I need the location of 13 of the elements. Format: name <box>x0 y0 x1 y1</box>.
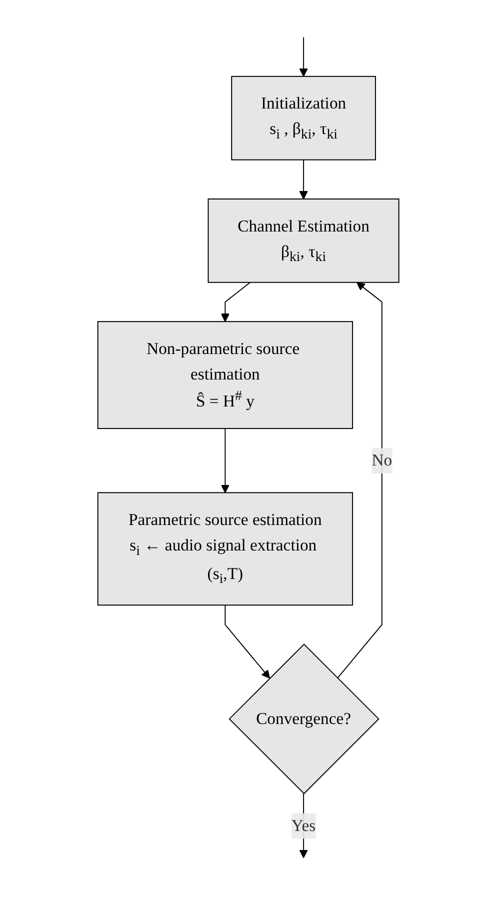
arrow <box>221 282 251 322</box>
node-box: Parametric source estimation s$_{i}$ ← audio signal extraction (s$_{i}$,T) <box>98 492 354 606</box>
arrow <box>337 282 383 679</box>
arrow <box>221 428 230 494</box>
arrow <box>224 604 270 679</box>
edge-label: Yes <box>292 816 316 835</box>
node-box: Initialization s$_{i}$ , β$_{ki}$, τ$_{ki}$ <box>231 76 376 160</box>
edge-label: No <box>372 451 392 470</box>
node-box: Channel Estimation β$_{ki}$, τ$_{ki}$ <box>208 198 400 283</box>
node-diamond: Convergence? <box>228 644 380 794</box>
arrow <box>299 36 308 77</box>
node-box: Non-parametric source estimation Ŝ = H$^{#}$ y <box>98 321 354 429</box>
arrow <box>299 159 308 200</box>
